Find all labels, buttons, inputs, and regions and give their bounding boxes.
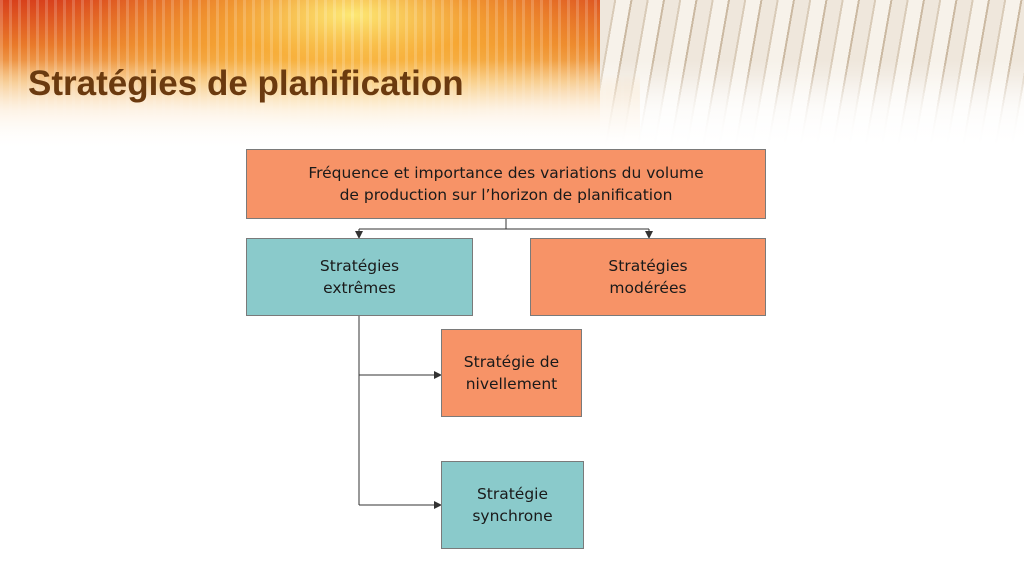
moderate-box-line2: modérées	[609, 279, 687, 297]
extreme-box-line2: extrêmes	[323, 279, 396, 297]
extreme-strategies-box: Stratégies extrêmes	[246, 238, 473, 316]
leveling-box-line2: nivellement	[465, 375, 558, 393]
slide-title: Stratégies de planification	[28, 64, 464, 103]
synchronous-box-line2: synchrone	[472, 507, 553, 525]
header-banner	[0, 0, 1024, 150]
root-box-line1: Fréquence et importance des variations d…	[308, 164, 704, 182]
leveling-box-line1: Stratégie de	[463, 353, 560, 371]
banner-fade	[0, 60, 1024, 150]
moderate-box-line1: Stratégies	[608, 257, 688, 275]
root-box-line2: de production sur l’horizon de planifica…	[339, 186, 673, 204]
synchronous-box-line1: Stratégie	[476, 485, 549, 503]
leveling-strategy-box: Stratégie de nivellement	[441, 329, 582, 417]
extreme-box-line1: Stratégies	[319, 257, 400, 275]
moderate-strategies-box: Stratégies modérées	[530, 238, 766, 316]
root-box: Fréquence et importance des variations d…	[246, 149, 766, 219]
synchronous-strategy-box: Stratégie synchrone	[441, 461, 584, 549]
